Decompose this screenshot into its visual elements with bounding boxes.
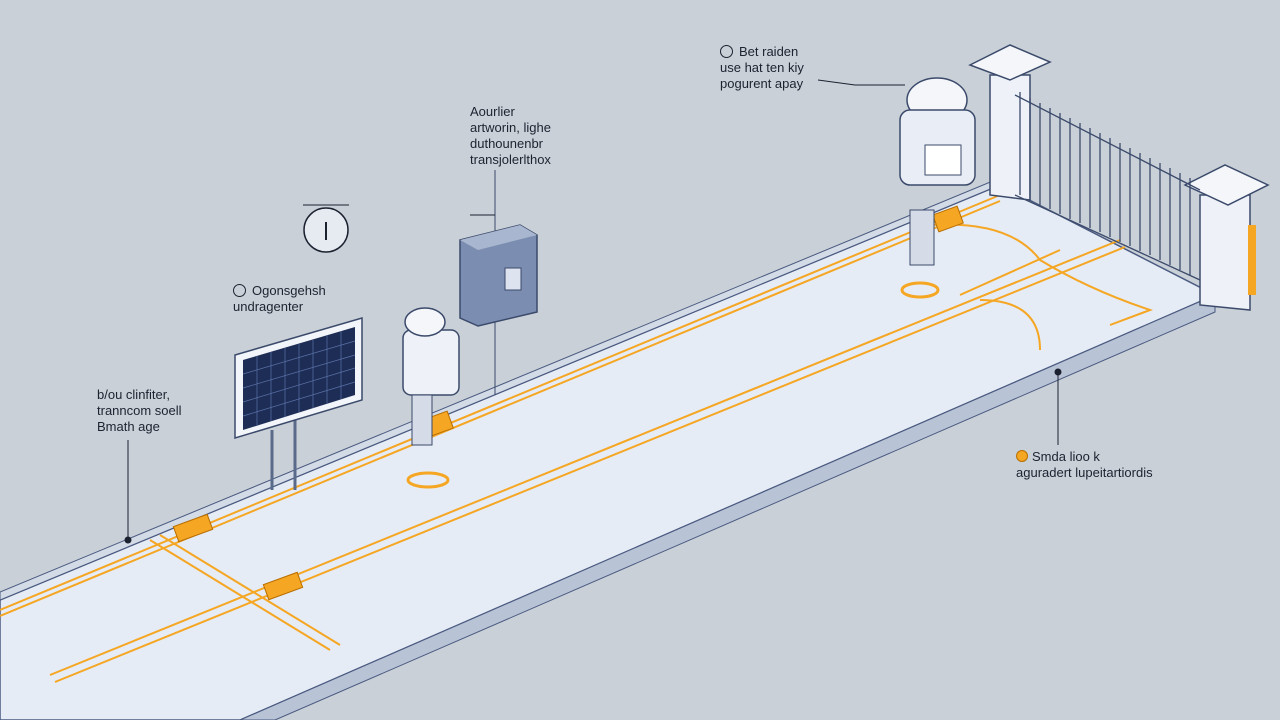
label-line: duthounenbr <box>470 136 544 151</box>
solar-panel <box>234 317 363 490</box>
gauge-icon <box>303 204 349 253</box>
gate <box>968 44 1270 311</box>
orange-dot-icon <box>1016 450 1028 462</box>
label-line: transjolerlthox <box>470 152 551 167</box>
label-junction-box: Aourlier artworin, lighe duthounenbr tra… <box>470 104 551 168</box>
label-line: b/ou clinfiter, <box>97 387 170 402</box>
leader-lines <box>124 79 1062 544</box>
warning-lamp-left <box>402 307 460 489</box>
label-line: aguradert lupeitartiordis <box>1016 465 1153 480</box>
cables <box>0 194 1153 683</box>
circle-icon <box>233 284 246 297</box>
label-right: Smda lioo k aguradert lupeitartiordis <box>1016 449 1153 481</box>
label-line: artworin, lighe <box>470 120 551 135</box>
label-line: tranncom soell <box>97 403 182 418</box>
label-line: Smda lioo k <box>1032 449 1100 464</box>
label-line: Aourlier <box>470 104 515 119</box>
driveway-curb <box>239 294 1216 720</box>
label-top-right: Bet raiden use hat ten kiy pogurent apay <box>720 44 804 92</box>
circle-icon <box>720 45 733 58</box>
label-solar: Ogonsgehsh undragenter <box>233 283 326 315</box>
label-line: use hat ten kiy <box>720 60 804 75</box>
label-left: b/ou clinfiter, tranncom soell Bmath age <box>97 387 182 435</box>
label-line: Bet raiden <box>739 44 799 59</box>
label-line: pogurent apay <box>720 76 804 91</box>
junction-box <box>459 170 538 395</box>
label-line: Bmath age <box>97 419 160 434</box>
cable-connectors <box>172 205 964 601</box>
warning-lamp-right <box>899 77 976 299</box>
label-line: Ogonsgehsh <box>252 283 326 298</box>
label-line: undragenter <box>233 299 304 314</box>
